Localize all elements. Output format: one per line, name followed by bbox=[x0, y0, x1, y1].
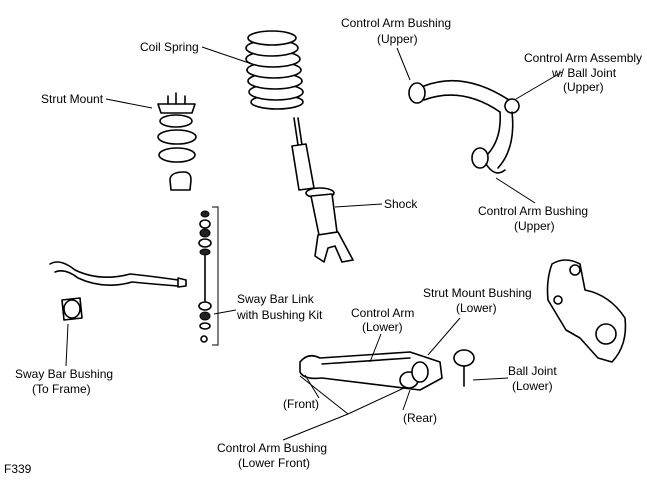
steering-knuckle-part bbox=[546, 259, 627, 363]
label-ca-bushing-upper-top-2: (Upper) bbox=[377, 32, 418, 46]
label-rear: (Rear) bbox=[403, 411, 437, 425]
label-ca-assembly-1: Control Arm Assembly bbox=[524, 51, 642, 65]
shock-part bbox=[291, 117, 354, 263]
upper-control-arm-part bbox=[408, 79, 520, 174]
sway-bar-bushing-part bbox=[61, 297, 83, 321]
label-ball-joint-1: Ball Joint bbox=[508, 364, 557, 378]
sway-bar-part bbox=[49, 261, 187, 288]
label-strut-mount-bushing-2: (Lower) bbox=[456, 301, 497, 315]
label-sway-bar-link-1: Sway Bar Link bbox=[237, 292, 315, 306]
label-sway-bar-link-2: with Bushing Kit bbox=[236, 308, 323, 322]
label-sway-bar-bushing-1: Sway Bar Bushing bbox=[15, 367, 113, 381]
lower-control-arm-part bbox=[299, 349, 475, 391]
label-ca-bushing-lower-front-1: Control Arm Bushing bbox=[217, 441, 327, 455]
label-ca-bushing-upper-bottom-2: (Upper) bbox=[514, 219, 555, 233]
label-coil-spring: Coil Spring bbox=[140, 40, 199, 54]
leader-lines bbox=[65, 46, 563, 441]
label-ca-bushing-upper-bottom-1: Control Arm Bushing bbox=[478, 204, 588, 218]
label-control-arm-lower-2: (Lower) bbox=[362, 320, 403, 334]
label-shock: Shock bbox=[384, 197, 418, 211]
coil-spring-part bbox=[245, 30, 304, 110]
label-control-arm-lower-1: Control Arm bbox=[351, 306, 414, 320]
figure-code: F339 bbox=[4, 462, 32, 476]
label-ball-joint-2: (Lower) bbox=[512, 379, 553, 393]
label-front: (Front) bbox=[283, 397, 319, 411]
label-strut-mount: Strut Mount bbox=[41, 92, 104, 106]
label-ca-bushing-upper-top-1: Control Arm Bushing bbox=[341, 16, 451, 30]
label-ca-assembly-3: (Upper) bbox=[563, 80, 604, 94]
sway-bar-link-part bbox=[198, 206, 219, 346]
label-strut-mount-bushing-1: Strut Mount Bushing bbox=[423, 286, 532, 300]
label-ca-bushing-lower-front-2: (Lower Front) bbox=[238, 456, 310, 470]
label-sway-bar-bushing-2: (To Frame) bbox=[32, 382, 91, 396]
label-ca-assembly-2: w/ Ball Joint bbox=[551, 66, 617, 80]
strut-mount-part bbox=[157, 92, 197, 191]
